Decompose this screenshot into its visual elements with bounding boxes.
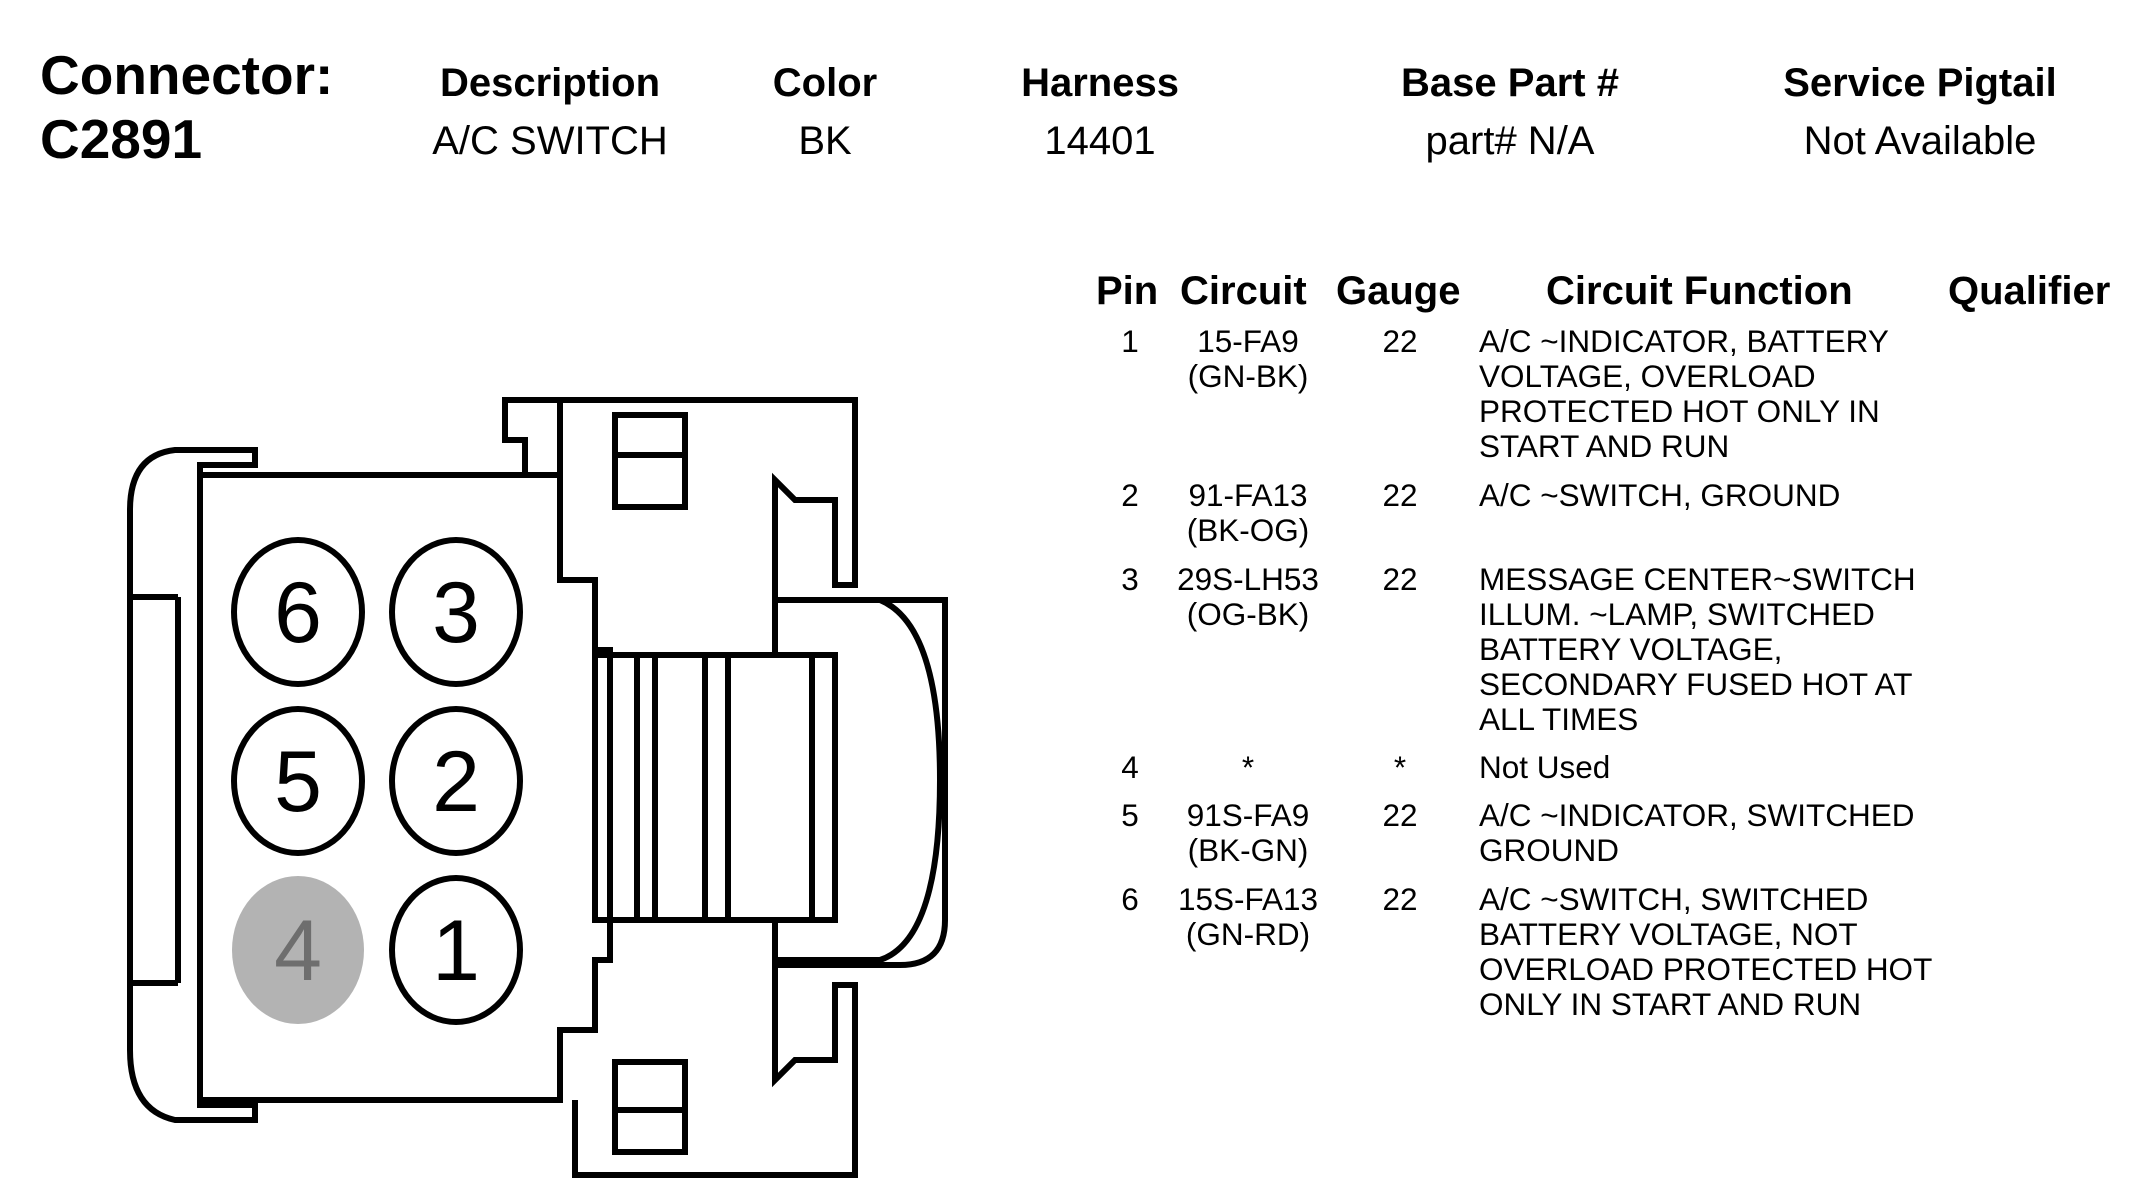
pin-cell: 4 — [1121, 749, 1139, 785]
description-value: A/C SWITCH — [432, 119, 668, 163]
cavity-number: 6 — [274, 565, 322, 661]
cavity-number: 3 — [432, 565, 480, 661]
service-pigtail-header: Service Pigtail — [1783, 61, 2057, 105]
gauge-cell: 22 — [1382, 323, 1418, 359]
connector-label: Connector: — [40, 44, 334, 106]
circuit-cell: 91-FA13 (BK-OG) — [1186, 477, 1310, 548]
top-latch-window — [612, 412, 688, 510]
function-cell: A/C ~INDICATOR, SWITCHED GROUND — [1479, 797, 1915, 868]
cavity-number: 2 — [432, 734, 480, 830]
circuit-cell: 29S-LH53 (OG-BK) — [1177, 561, 1319, 632]
cavity-number: 1 — [432, 903, 480, 999]
pin-cell: 1 — [1121, 323, 1139, 359]
pin-column-header: Pin — [1096, 269, 1159, 313]
gauge-cell: 22 — [1382, 797, 1418, 833]
gauge-cell: 22 — [1382, 561, 1418, 597]
description-header: Description — [439, 61, 661, 105]
service-pigtail-value: Not Available — [1803, 119, 2037, 163]
gauge-cell: * — [1393, 749, 1407, 785]
housing-main-outline — [197, 472, 613, 1103]
cavity-number: 4 — [274, 903, 322, 999]
function-column-header: Circuit Function — [1546, 269, 1853, 313]
cavity-5: 5 — [231, 706, 365, 856]
function-cell: A/C ~SWITCH, SWITCHED BATTERY VOLTAGE, N… — [1479, 881, 1933, 1022]
cavity-2: 2 — [389, 706, 523, 856]
middle-rail-right — [702, 652, 838, 923]
pin-cell: 3 — [1121, 561, 1139, 597]
gauge-cell: 22 — [1382, 477, 1418, 513]
color-header: Color — [772, 61, 878, 105]
pin-cell: 5 — [1121, 797, 1139, 833]
gauge-cell: 22 — [1382, 881, 1418, 917]
circuit-cell: * — [1241, 749, 1255, 785]
function-cell: A/C ~INDICATOR, BATTERY VOLTAGE, OVERLOA… — [1479, 323, 1889, 464]
harness-value: 14401 — [1044, 119, 1156, 163]
function-cell: Not Used — [1479, 749, 1611, 785]
connector-face-diagram: 6 3 5 2 4 1 — [127, 397, 949, 1178]
cavity-number: 5 — [274, 734, 322, 830]
housing-left-outline — [127, 447, 258, 1123]
circuit-cell: 15-FA9 (GN-BK) — [1187, 323, 1309, 394]
cavity-6: 6 — [231, 537, 365, 687]
base-part-value: part# N/A — [1425, 119, 1595, 163]
qualifier-column-header: Qualifier — [1948, 269, 2111, 313]
color-value: BK — [798, 119, 852, 163]
cavity-1: 1 — [389, 875, 523, 1025]
circuit-cell: 15S-FA13 (GN-RD) — [1177, 881, 1319, 952]
circuit-column-header: Circuit — [1180, 269, 1307, 313]
function-cell: A/C ~SWITCH, GROUND — [1479, 477, 1841, 513]
middle-rail-left — [592, 652, 658, 923]
cavity-3: 3 — [389, 537, 523, 687]
connector-id: C2891 — [40, 108, 203, 170]
housing-right-bump — [775, 597, 944, 963]
function-cell: MESSAGE CENTER~SWITCH ILLUM. ~LAMP, SWIT… — [1479, 561, 1916, 737]
gauge-column-header: Gauge — [1336, 269, 1461, 313]
base-part-header: Base Part # — [1401, 61, 1619, 105]
circuit-cell: 91S-FA9 (BK-GN) — [1186, 797, 1310, 868]
pin-cell: 2 — [1121, 477, 1139, 513]
harness-header: Harness — [1021, 61, 1179, 105]
pin-cell: 6 — [1121, 881, 1139, 917]
cavity-4-unused: 4 — [232, 876, 364, 1024]
